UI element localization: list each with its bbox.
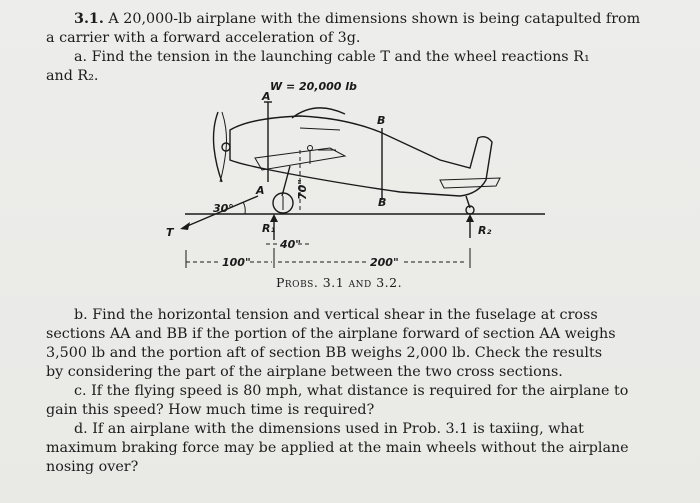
propeller [212, 111, 223, 183]
part-b-line-3: 3,500 lb and the portion aft of section … [46, 345, 603, 361]
section-a-top-label: A [261, 90, 271, 103]
weight-label: W = 20,000 lb [270, 80, 357, 93]
tail-stabilizer [439, 177, 501, 189]
part-a-line-1: a. Find the tension in the launching cab… [74, 49, 590, 65]
wing [254, 147, 347, 171]
angle-arc [242, 201, 246, 215]
part-b-line-4: by considering the part of the airplane … [46, 364, 563, 380]
fuselage [229, 115, 493, 197]
part-c-line-1: c. If the flying speed is 80 mph, what d… [74, 383, 629, 399]
right-dimension-label: 200" [370, 256, 399, 269]
part-a-line-2: and R₂. [46, 68, 99, 84]
problem-intro-line-2: a carrier with a forward acceleration of… [46, 30, 361, 46]
part-b: b. Find the horizontal tension and verti… [46, 306, 646, 382]
part-b-line-2: sections AA and BB if the portion of the… [46, 326, 616, 342]
offset-dimension-label: 40" [279, 238, 301, 251]
section-a-bottom-label: A [255, 184, 265, 197]
canopy-frame [299, 127, 341, 131]
height-dimension-label: 70" [296, 179, 309, 200]
cable-arrowhead [180, 222, 190, 230]
launching-cable [184, 195, 259, 228]
part-d-line-3: nosing over? [46, 459, 139, 475]
problem-number: 3.1. [74, 11, 104, 27]
reaction-r1-label: R₁ [262, 222, 275, 235]
part-d-line-2: maximum braking force may be applied at … [46, 440, 629, 456]
canopy [291, 107, 346, 119]
angle-label: 30° [213, 202, 234, 215]
part-d: d. If an airplane with the dimensions us… [46, 420, 646, 477]
main-wheel [272, 192, 294, 214]
part-c-line-2: gain this speed? How much time is requir… [46, 402, 375, 418]
left-dimension-label: 100" [222, 256, 251, 269]
figure-caption: Probs. 3.1 and 3.2. [276, 275, 403, 290]
part-c: c. If the flying speed is 80 mph, what d… [46, 382, 646, 420]
center-of-gravity [307, 145, 313, 151]
propeller-back [219, 111, 227, 183]
section-b-top-label: B [377, 114, 385, 127]
tension-label: T [166, 226, 175, 239]
section-b-bottom-label: B [378, 196, 386, 209]
part-d-line-1: d. If an airplane with the dimensions us… [74, 421, 584, 437]
problem-intro-line-1: A 20,000-lb airplane with the dimensions… [108, 11, 641, 27]
part-b-line-1: b. Find the horizontal tension and verti… [74, 307, 598, 323]
main-gear-strut [281, 165, 291, 197]
reaction-r2-label: R₂ [478, 224, 491, 237]
problem-statement: 3.1. A 20,000-lb airplane with the dimen… [46, 10, 646, 86]
